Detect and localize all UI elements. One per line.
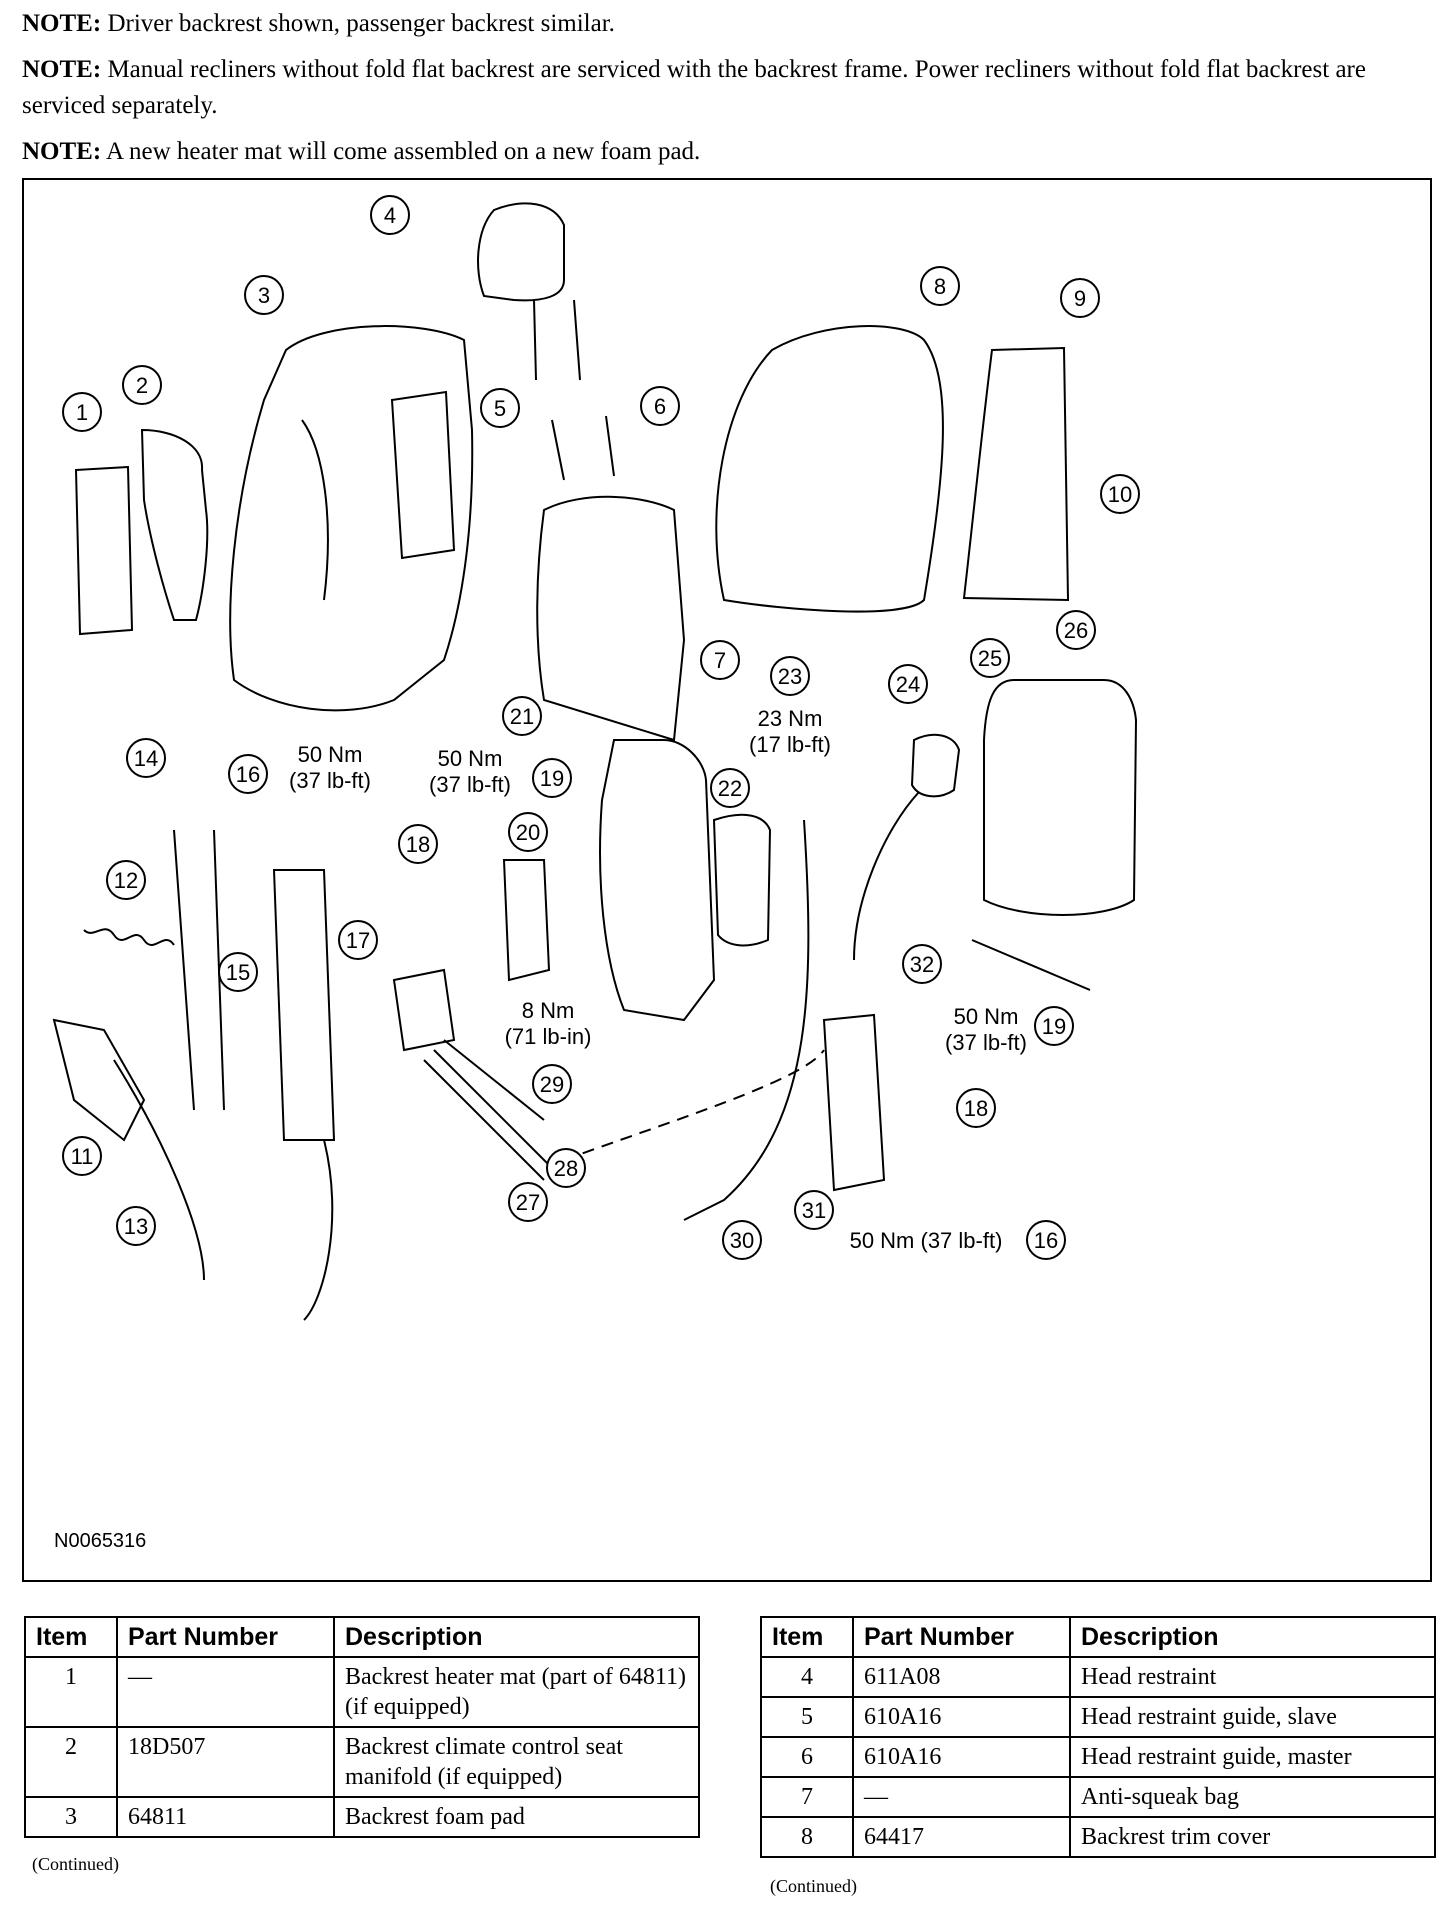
callout-13: 13 [124,1214,148,1239]
torque-19a-lb: (37 lb-ft) [429,772,511,797]
panel-shape [962,346,1070,602]
callout-32: 32 [910,952,934,977]
torque-specs: 50 Nm (37 lb-ft) 50 Nm (37 lb-ft) 23 Nm … [289,706,1027,1253]
table-row: 5 610A16 Head restraint guide, slave [760,1696,1436,1738]
callout-2: 2 [136,373,148,398]
table-row: 3 64811 Backrest foam pad [24,1796,700,1838]
callout-28: 28 [554,1156,578,1181]
torque-19b-nm: 50 Nm [954,1004,1019,1029]
callout-4: 4 [384,203,396,228]
header-description: Description [333,1616,700,1658]
callout-16: 16 [236,762,260,787]
callout-10: 10 [1108,482,1132,507]
callout-19: 19 [540,766,564,791]
header-description: Description [1069,1616,1436,1658]
torque-19b-lb: (37 lb-ft) [945,1030,1027,1055]
callout-21: 21 [510,704,534,729]
exploded-view-figure: 1 2 3 4 5 6 7 8 9 10 11 12 13 1 [22,178,1432,1582]
callout-16b: 16 [1034,1228,1058,1253]
callout-8: 8 [934,274,946,299]
torque-29-nm: 8 Nm [522,998,575,1023]
callout-20: 20 [516,820,540,845]
anti-squeak-bag-shape [536,495,686,742]
head-restraint-shape [477,202,565,302]
header-part-number: Part Number [852,1616,1071,1658]
callout-31: 31 [802,1198,826,1223]
callout-5: 5 [494,396,506,421]
table-row: 4 611A08 Head restraint [760,1656,1436,1698]
table-row: 6 610A16 Head restraint guide, master [760,1736,1436,1778]
exploded-view-drawing: 1 2 3 4 5 6 7 8 9 10 11 12 13 1 [52,195,1140,1321]
callout-17: 17 [346,928,370,953]
header-item: Item [760,1616,854,1658]
callout-18: 18 [406,832,430,857]
figure-id: N0065316 [54,1530,147,1552]
callout-18b: 18 [964,1096,988,1121]
heater-mat-shape [74,465,134,636]
parts-table-right: Item Part Number Description 4 611A08 He… [760,1616,1436,1858]
note-3: NOTE: A new heater mat will come assembl… [22,138,701,165]
callout-19b: 19 [1042,1014,1066,1039]
trim-cover-shape [715,325,944,613]
callouts: 1 2 3 4 5 6 7 8 9 10 11 12 13 1 [62,195,1140,1260]
callout-22: 22 [718,776,742,801]
note-2: NOTE: Manual recliners without fold flat… [22,56,1366,119]
callout-15: 15 [226,960,250,985]
callout-26: 26 [1064,618,1088,643]
callout-1: 1 [76,400,88,425]
notes-section: NOTE: Driver backrest shown, passenger b… [22,6,1442,180]
callout-9: 9 [1074,286,1086,311]
callout-29: 29 [540,1072,564,1097]
callout-24: 24 [896,672,920,697]
table-row: 7 — Anti-squeak bag [760,1776,1436,1818]
callout-3: 3 [258,283,270,308]
recliner-assembly-shape [272,869,336,1141]
callout-12: 12 [114,868,138,893]
callout-11: 11 [71,1144,94,1169]
callout-23: 23 [778,664,802,689]
callout-14: 14 [134,746,158,771]
table-row: 8 64417 Backrest trim cover [760,1816,1436,1858]
foam-pad-shape [229,325,474,712]
callout-7: 7 [714,648,726,673]
table-header-row: Item Part Number Description [760,1616,1436,1658]
header-item: Item [24,1616,118,1658]
parts-table-left: Item Part Number Description 1 — Backres… [24,1616,700,1838]
backrest-frame-shape [599,739,716,1022]
continued-right: (Continued) [770,1876,857,1896]
manifold-shape [140,428,209,621]
frame-26-shape [983,679,1138,916]
table-header-row: Item Part Number Description [24,1616,700,1658]
torque-16b: 50 Nm (37 lb-ft) [850,1228,1003,1253]
table-row: 2 18D507 Backrest climate control seat m… [24,1726,700,1798]
torque-23-nm: 23 Nm [758,706,823,731]
callout-25: 25 [978,646,1002,671]
torque-16a-nm: 50 Nm [298,742,363,767]
torque-16a-lb: (37 lb-ft) [289,768,371,793]
torque-19a-nm: 50 Nm [438,746,503,771]
callout-6: 6 [654,394,666,419]
table-row: 1 — Backrest heater mat (part of 64811) … [24,1656,700,1728]
header-part-number: Part Number [116,1616,335,1658]
note-1: NOTE: Driver backrest shown, passenger b… [22,10,615,37]
torque-23-lb: (17 lb-ft) [749,732,831,757]
torque-29-lb: (71 lb-in) [505,1024,592,1049]
continued-left: (Continued) [32,1854,119,1874]
callout-27: 27 [516,1190,540,1215]
callout-30: 30 [730,1228,754,1253]
